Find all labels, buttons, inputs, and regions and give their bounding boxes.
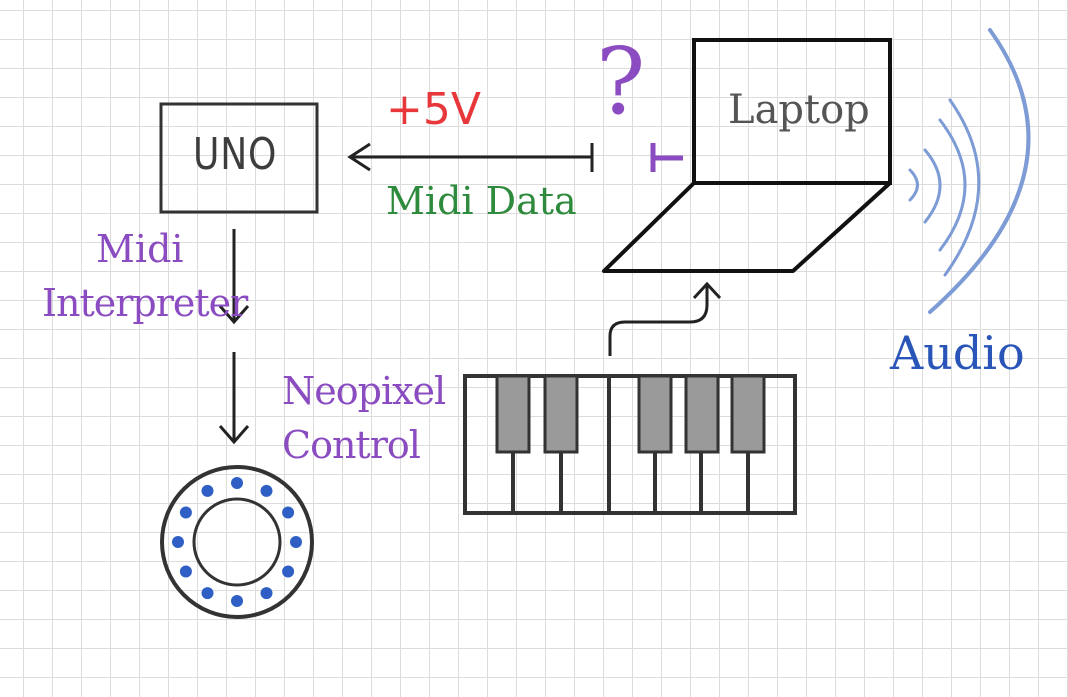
neopixel-ring-outer <box>160 465 314 619</box>
voltage-label: +5V <box>386 84 481 135</box>
interpreter-label: Interpreter <box>42 281 248 325</box>
neopixel-led <box>172 536 184 548</box>
neopixel-led <box>282 506 295 519</box>
neopixel-led <box>231 477 243 489</box>
piano-black-keys <box>495 374 766 454</box>
question-mark: ? <box>596 28 646 135</box>
data-arrowhead <box>347 142 371 172</box>
piano-to-laptop-arrow <box>608 285 709 356</box>
audio-label: Audio <box>890 326 1025 380</box>
neopixel-led <box>290 536 302 548</box>
uno-label: UNO <box>193 129 278 180</box>
neopixel-led <box>231 595 243 607</box>
neopixel-ring-inner <box>192 497 282 587</box>
neopixel-led <box>201 484 214 497</box>
midi-label: Midi <box>96 227 184 271</box>
neopixel-leds <box>172 477 302 607</box>
piano-keyboard <box>463 374 797 515</box>
arrowhead-1 <box>218 305 250 325</box>
neopixel-led <box>201 587 214 600</box>
neopixel-led <box>179 565 192 578</box>
midi-data-label: Midi Data <box>386 179 577 223</box>
neopixel-label: Neopixel <box>282 369 446 413</box>
arrowhead-2 <box>218 425 250 445</box>
neopixel-led <box>179 506 192 519</box>
control-label: Control <box>282 423 421 467</box>
uno-box <box>159 102 319 214</box>
laptop-label: Laptop <box>728 87 870 133</box>
neopixel-led <box>260 587 273 600</box>
audio-waves-icon <box>908 28 1031 314</box>
neopixel-led <box>260 484 273 497</box>
piano-arrowhead <box>692 281 722 300</box>
laptop-keyboard-base <box>602 181 892 273</box>
piano-white-key-dividers <box>511 376 750 513</box>
neopixel-led <box>282 565 295 578</box>
